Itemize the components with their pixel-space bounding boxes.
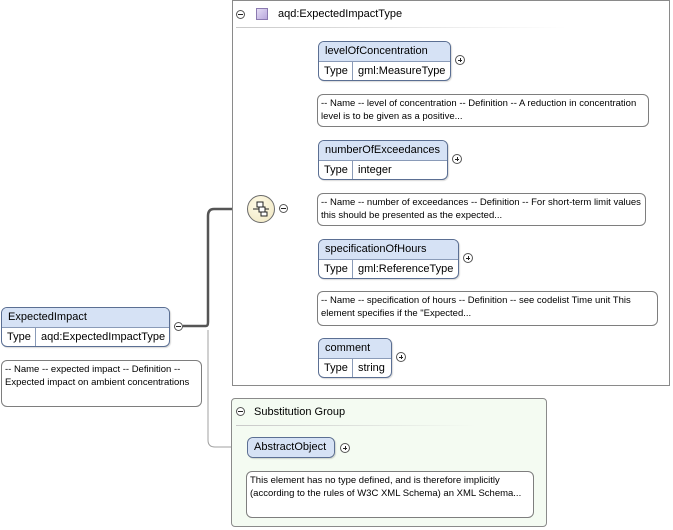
element-comment[interactable]: comment Type string xyxy=(318,338,392,378)
expand-comment-icon[interactable] xyxy=(396,352,406,362)
collapse-substitution-icon[interactable] xyxy=(236,407,245,416)
element-name: specificationOfHours xyxy=(319,240,458,260)
type-value: string xyxy=(358,362,385,374)
complex-type-icon xyxy=(256,8,268,20)
type-label: Type xyxy=(319,62,353,80)
collapse-type-icon[interactable] xyxy=(236,10,245,19)
element-name: comment xyxy=(319,339,391,359)
type-value: gml:MeasureType xyxy=(358,65,446,77)
type-label: Type xyxy=(319,359,353,377)
type-label: Type xyxy=(319,161,353,179)
type-value: gml:ReferenceType xyxy=(358,263,454,275)
type-label: Type xyxy=(2,328,36,346)
element-ExpectedImpact[interactable]: ExpectedImpact Type aqd:ExpectedImpactTy… xyxy=(1,307,170,347)
expand-specificationOfHours-icon[interactable] xyxy=(463,253,473,263)
element-name: levelOfConcentration xyxy=(319,42,450,62)
expand-AbstractObject-icon[interactable] xyxy=(340,443,350,453)
substitution-divider xyxy=(236,425,476,426)
title-divider xyxy=(236,27,566,28)
element-specificationOfHours[interactable]: specificationOfHours Type gml:ReferenceT… xyxy=(318,239,459,279)
doc-text: -- Name -- level of concentration -- Def… xyxy=(321,98,637,122)
element-numberOfExceedances[interactable]: numberOfExceedances Type integer xyxy=(318,140,448,180)
element-name: AbstractObject xyxy=(248,438,334,457)
doc-text: -- Name -- specification of hours -- Def… xyxy=(321,295,631,319)
expand-numberOfExceedances-icon[interactable] xyxy=(452,154,462,164)
sequence-compositor-icon[interactable] xyxy=(247,195,275,223)
element-name: ExpectedImpact xyxy=(2,308,169,328)
doc-levelOfConcentration: -- Name -- level of concentration -- Def… xyxy=(317,94,649,127)
doc-text: -- Name -- expected impact -- Definition… xyxy=(5,364,190,388)
doc-text: -- Name -- number of exceedances -- Defi… xyxy=(321,197,641,221)
type-label: Type xyxy=(319,260,353,278)
substitution-group-title: Substitution Group xyxy=(254,406,346,418)
doc-ExpectedImpact: -- Name -- expected impact -- Definition… xyxy=(1,360,202,407)
collapse-sequence-icon[interactable] xyxy=(279,204,288,213)
element-levelOfConcentration[interactable]: levelOfConcentration Type gml:MeasureTyp… xyxy=(318,41,451,81)
doc-specificationOfHours: -- Name -- specification of hours -- Def… xyxy=(317,291,658,326)
expand-levelOfConcentration-icon[interactable] xyxy=(455,55,465,65)
type-value: aqd:ExpectedImpactType xyxy=(41,331,166,343)
type-value: integer xyxy=(358,164,392,176)
element-name: numberOfExceedances xyxy=(319,141,447,161)
doc-text: This element has no type defined, and is… xyxy=(250,475,522,499)
element-AbstractObject[interactable]: AbstractObject xyxy=(247,437,335,458)
collapse-root-icon[interactable] xyxy=(174,322,183,331)
doc-AbstractObject: This element has no type defined, and is… xyxy=(246,471,534,518)
complex-type-title: aqd:ExpectedImpactType xyxy=(278,8,403,20)
doc-numberOfExceedances: -- Name -- number of exceedances -- Defi… xyxy=(317,193,646,226)
